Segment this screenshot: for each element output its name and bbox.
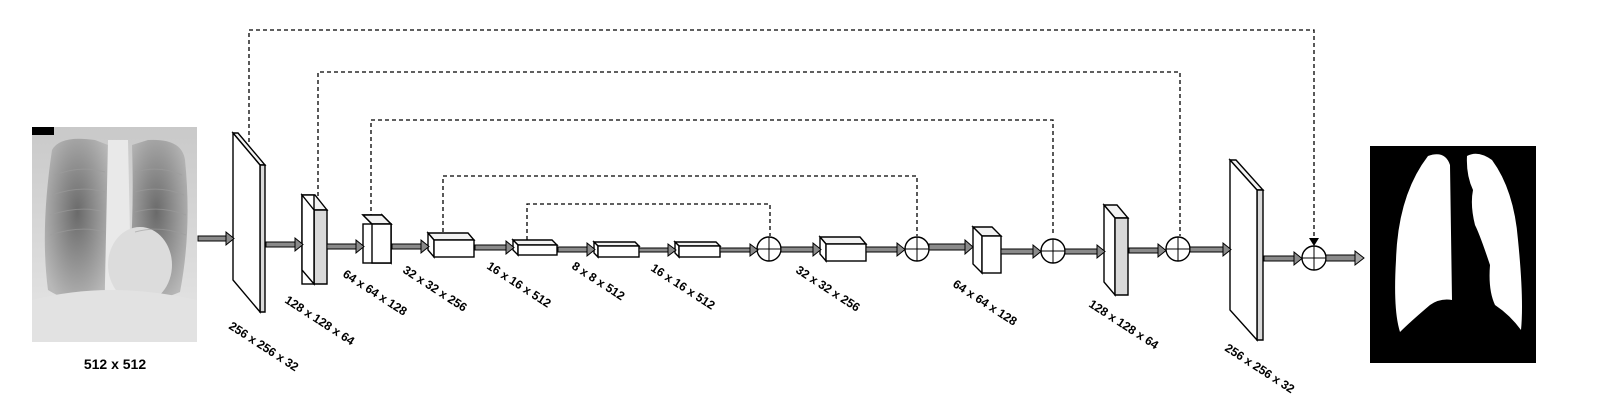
block-bottleneck — [592, 240, 641, 259]
sum-node-1 — [756, 236, 782, 262]
skip-connection-4 — [442, 175, 918, 236]
label-dec3: 64 x 64 x 128 — [950, 277, 1019, 329]
label-enc4: 32 x 32 x 256 — [400, 263, 469, 315]
arrow-8 — [780, 241, 822, 258]
arrow-13 — [1128, 242, 1167, 259]
label-enc3: 64 x 64 x 128 — [340, 267, 409, 319]
output-mask-image — [1370, 146, 1536, 363]
dimension-labels: 256 x 256 x 32 128 x 128 x 64 64 x 64 x … — [226, 259, 1297, 397]
input-xray-image — [32, 127, 197, 342]
arrow-4 — [474, 239, 515, 256]
arrow-11 — [1000, 243, 1042, 260]
arrow-input — [197, 230, 235, 247]
arrow-9 — [865, 241, 906, 258]
sum-node-3 — [1040, 238, 1066, 264]
skip-arrowhead — [1309, 238, 1319, 246]
label-enc1: 256 x 256 x 32 — [226, 319, 301, 375]
label-bottleneck: 8 x 8 x 512 — [569, 259, 627, 304]
input-size-label: 512 x 512 — [84, 356, 146, 372]
sum-node-2 — [904, 236, 930, 262]
block-enc1 — [231, 131, 267, 314]
block-enc3 — [361, 213, 393, 265]
label-dec4: 32 x 32 x 256 — [793, 263, 862, 315]
skip-connection-5 — [526, 203, 771, 240]
block-dec5 — [673, 240, 722, 259]
block-dec2 — [1102, 203, 1130, 297]
sum-node-5 — [1301, 245, 1327, 271]
blocks — [231, 131, 1265, 342]
label-dec1: 256 x 256 x 32 — [1222, 341, 1297, 397]
arrow-12 — [1064, 243, 1106, 260]
arrow-5 — [557, 241, 596, 258]
block-dec1 — [1228, 158, 1265, 342]
arrow-10 — [928, 238, 974, 256]
skip-connections — [248, 29, 1319, 248]
label-dec2: 128 x 128 x 64 — [1086, 297, 1161, 353]
label-dec5: 16 x 16 x 512 — [648, 261, 717, 313]
arrow-2 — [326, 238, 365, 255]
skip-connection-1 — [248, 29, 1315, 248]
arrow-15 — [1263, 250, 1303, 267]
arrow-3 — [391, 238, 430, 255]
block-enc4 — [426, 231, 476, 259]
block-enc5 — [511, 238, 559, 257]
block-dec4 — [818, 235, 868, 263]
arrow-output — [1325, 249, 1365, 267]
arrow-6 — [638, 243, 677, 257]
label-enc5: 16 x 16 x 512 — [484, 259, 553, 311]
arrow-14 — [1189, 241, 1232, 258]
arrow-7 — [719, 243, 759, 257]
arrow-1 — [265, 236, 304, 253]
forward-arrows — [197, 230, 1365, 267]
label-enc2: 128 x 128 x 64 — [282, 293, 357, 349]
sum-node-4 — [1165, 236, 1191, 262]
block-dec3 — [971, 225, 1003, 275]
skip-connection-3 — [370, 119, 1054, 236]
skip-connection-2 — [317, 71, 1181, 236]
block-enc2 — [300, 193, 329, 286]
